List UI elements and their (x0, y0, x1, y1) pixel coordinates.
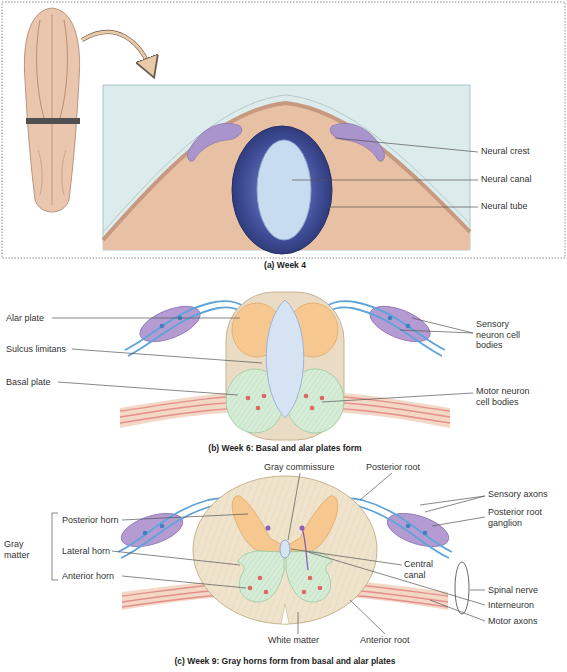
part-label: Central canal (404, 559, 442, 580)
motor-cell (262, 394, 267, 399)
cord-c (193, 476, 377, 624)
interneuron-cell (300, 526, 305, 531)
posterior-horn (232, 496, 284, 552)
leader-lines-c (52, 473, 485, 634)
part-label: Neural crest (481, 146, 530, 157)
cell-body (143, 531, 148, 536)
part-label: Interneuron (488, 600, 534, 611)
central-canal (266, 300, 304, 418)
leader-line (400, 318, 473, 333)
leader-line (52, 318, 240, 319)
embryo-body (24, 8, 79, 212)
part-label: Motor neuron cell bodies (476, 386, 538, 407)
motor-cell (320, 396, 325, 401)
motor-cell (304, 394, 309, 399)
panel-border (2, 2, 565, 258)
bracket (52, 513, 58, 580)
tissue (103, 103, 470, 250)
motor-cell (258, 576, 263, 581)
part-label: Neural tube (481, 201, 528, 212)
sensory-ganglion (135, 299, 205, 349)
leader-line (360, 473, 392, 500)
neural-groove (52, 14, 53, 205)
leader-line (112, 551, 240, 565)
anterior-horn (286, 551, 332, 602)
posterior-horn (286, 496, 338, 552)
part-label: Sensory axons (488, 489, 548, 500)
embryo (24, 8, 80, 212)
leader-lines-b (52, 318, 473, 402)
leader-line (292, 180, 478, 181)
part-label: Posterior horn (62, 515, 119, 526)
part-label: Posterior root ganglion (488, 507, 560, 528)
leader-line (122, 514, 248, 520)
leader-line (335, 138, 478, 152)
leader-line (470, 590, 485, 591)
leader-lines-a (292, 138, 478, 207)
leader-line (72, 349, 262, 363)
motor-cell (302, 590, 307, 595)
part-label: Alar plate (6, 313, 44, 324)
part-label: Lateral horn (62, 546, 110, 557)
leader-line (420, 496, 485, 512)
leader-line (122, 576, 246, 588)
motor-cell (246, 396, 251, 401)
part-label: Anterior horn (62, 571, 114, 582)
arrow-outline (82, 32, 152, 72)
leader-line (328, 207, 478, 208)
panel-caption: (c) Week 9: Gray horns form from basal a… (85, 656, 485, 667)
part-label: White matter (268, 635, 319, 646)
ectoderm (103, 103, 470, 240)
interneuron-axon (302, 528, 308, 570)
interneuron-cell (266, 526, 271, 531)
panel-caption: (b) Week 6: Basal and alar plates form (85, 443, 485, 454)
part-label: Basal plate (6, 377, 51, 388)
neural-canal (257, 140, 311, 240)
leader-line (350, 600, 385, 634)
white-matter (193, 476, 377, 624)
part-label: Spinal nerve (488, 585, 538, 596)
part-label: Neural canal (481, 174, 532, 185)
cell-body (160, 324, 165, 329)
leader-line (298, 612, 299, 634)
section-plane (26, 118, 80, 124)
part-label: Motor axons (488, 616, 538, 627)
part-label: Posterior root (366, 462, 420, 473)
motor-cell (318, 586, 323, 591)
leader-line (432, 517, 485, 526)
motor-cell (256, 406, 261, 411)
cord-b (226, 292, 344, 440)
window-bg (103, 85, 470, 250)
motor-cell (248, 586, 253, 591)
leader-line (291, 549, 402, 565)
leader-line (308, 552, 485, 605)
part-label: Sensory neuron cell bodies (476, 319, 522, 351)
part-label: Sulcus limitans (6, 344, 66, 355)
cord-outline (226, 292, 344, 440)
part-label: Gray matter (4, 539, 36, 560)
part-label: Anterior root (360, 635, 410, 646)
leader-line (288, 473, 300, 540)
leader-line (58, 382, 238, 395)
spinal-nerve-ring (455, 562, 469, 614)
section-window (103, 85, 470, 254)
section-arrow (82, 32, 152, 72)
panel-caption: (a) Week 4 (135, 260, 435, 271)
neural-tube (232, 126, 332, 254)
motor-cell (308, 576, 313, 581)
central-canal (280, 540, 290, 558)
motor-cell (310, 406, 315, 411)
somite-line (38, 150, 66, 195)
cell-body (160, 524, 165, 529)
neural-crest-left (187, 123, 241, 161)
motor-cell (264, 590, 269, 595)
median-fissure (281, 604, 289, 624)
part-label: Gray commissure (264, 462, 335, 473)
anterior-horn (238, 551, 284, 602)
leader-line (322, 393, 473, 402)
leader-line (430, 600, 485, 621)
